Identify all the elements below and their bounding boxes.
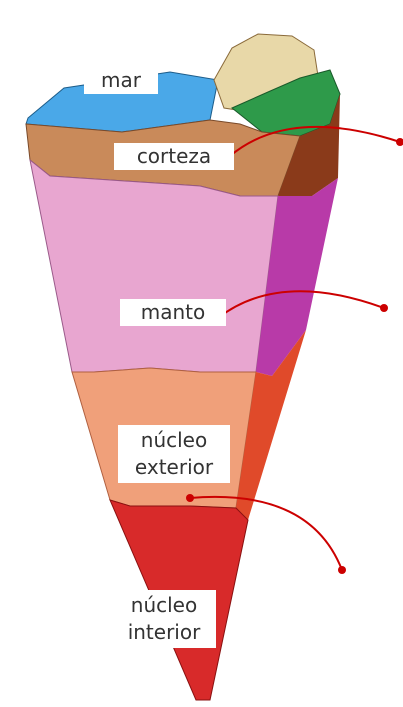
pointer-dot-nucleo-start [186, 494, 194, 502]
label-mar: mar [84, 67, 158, 94]
label-nucleo-interior-line-1: núcleo [118, 592, 210, 619]
label-mar-text: mar [90, 67, 152, 94]
label-manto: manto [120, 299, 226, 326]
label-corteza: corteza [114, 143, 234, 170]
label-nucleo-exterior-line-2: exterior [124, 454, 224, 481]
pointer-dot-corteza-end [396, 138, 403, 146]
label-nucleo-interior-line-2: interior [118, 619, 210, 646]
label-nucleo-exterior: núcleo exterior [118, 425, 230, 483]
pointer-dot-nucleo-end [338, 566, 346, 574]
label-corteza-text: corteza [120, 143, 228, 170]
label-nucleo-interior: núcleo interior [112, 590, 216, 648]
label-manto-text: manto [126, 299, 220, 326]
label-nucleo-exterior-line-1: núcleo [124, 427, 224, 454]
pointer-dot-manto-end [380, 304, 388, 312]
